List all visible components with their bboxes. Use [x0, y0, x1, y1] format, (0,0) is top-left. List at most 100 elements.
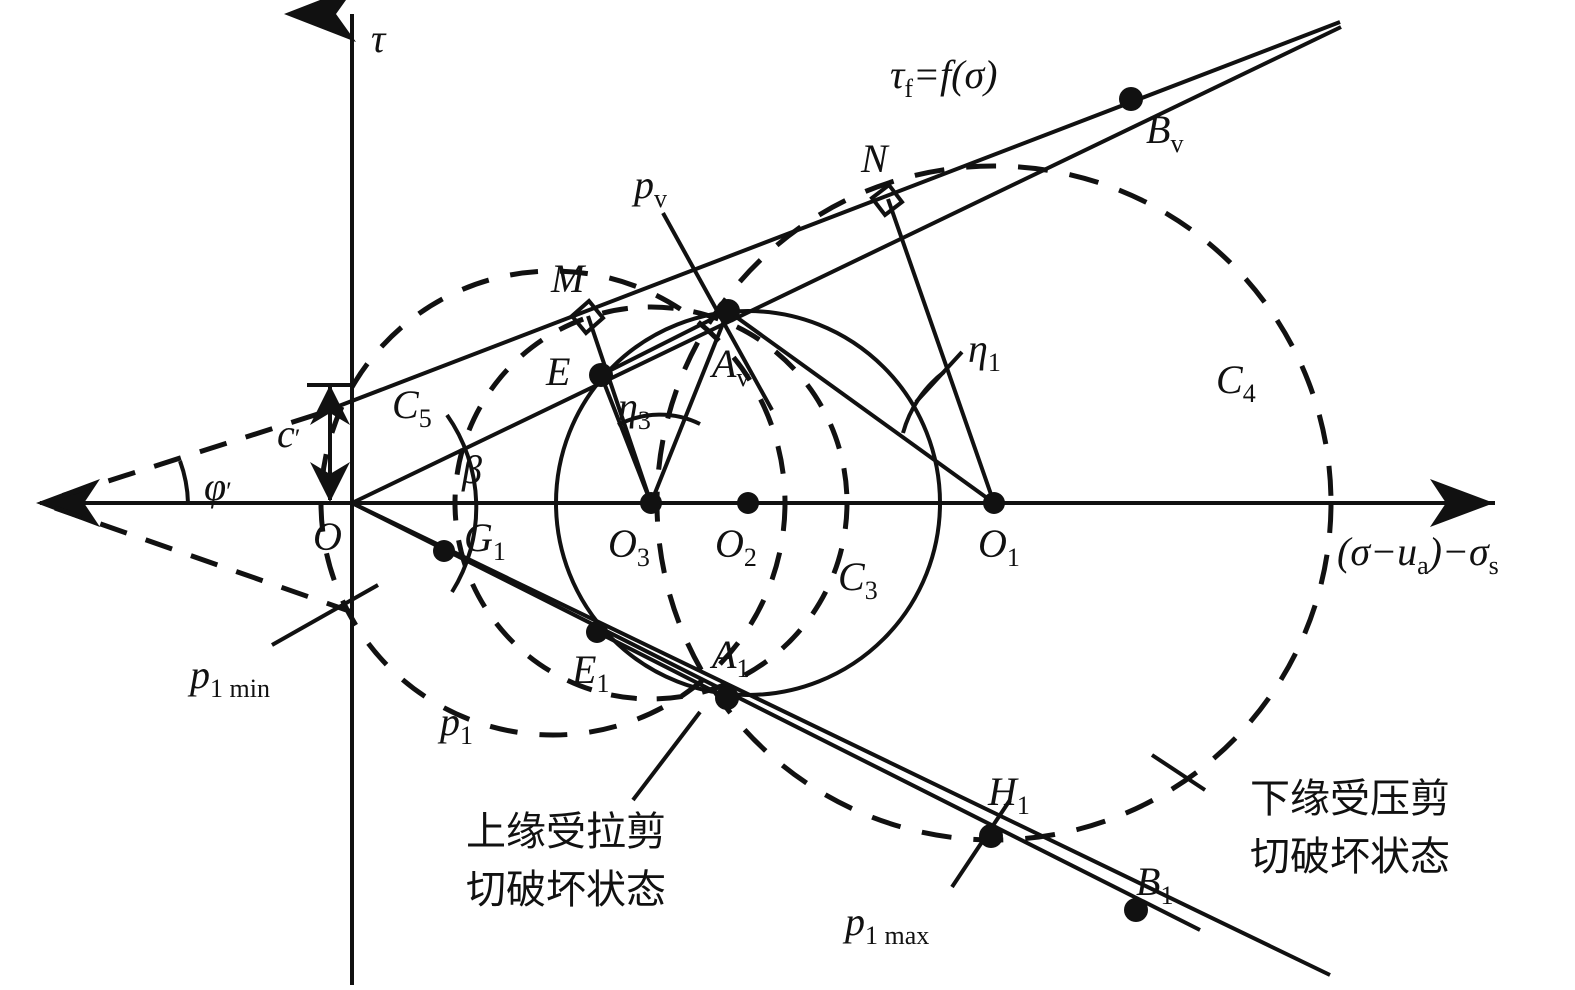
right-angle-mark-M: [569, 298, 606, 336]
dot-A1: [715, 686, 739, 710]
point-label-O3: O3: [608, 521, 650, 572]
dot-E1: [586, 621, 608, 643]
dot-O1: [983, 492, 1005, 514]
svg-text:c′: c′: [277, 411, 300, 456]
circle-label-C3: C3: [838, 554, 878, 605]
chord-E-Av: [600, 309, 729, 377]
envelope-lower-dashed: [54, 505, 353, 615]
eta3-label: η3: [618, 384, 651, 435]
dot-Bv: [1119, 87, 1143, 111]
point-label-G1: G1: [464, 515, 506, 566]
point-label-A1: A1: [709, 632, 749, 683]
annotation-tensile-shear-failure: 上缘受拉剪 切破坏状态: [466, 809, 666, 913]
circle-label-C5: C5: [392, 382, 432, 433]
y-axis-label: τ: [371, 16, 387, 61]
svg-text:B1: B1: [1136, 859, 1173, 910]
x-axis-label-text: (: [1337, 529, 1353, 574]
arc-phi-prime: [178, 460, 190, 504]
point-label-E1: E1: [571, 647, 609, 698]
annotation-tensile-line1: 上缘受拉剪: [466, 809, 666, 855]
svg-text:Av: Av: [709, 341, 749, 392]
dot-E: [589, 363, 613, 387]
arc-beta: [445, 413, 479, 594]
beta-label: β: [461, 447, 482, 492]
stress-label-p1: p1: [437, 699, 473, 750]
svg-text:O3: O3: [608, 521, 650, 572]
segment-O3-Av: [649, 310, 730, 504]
stress-label-pv: pv: [631, 162, 667, 213]
svg-text:E1: E1: [571, 647, 609, 698]
arc-eta3: [617, 412, 701, 427]
point-label-Bv: Bv: [1146, 107, 1183, 158]
dot-Av: [716, 299, 740, 323]
svg-text:O2: O2: [715, 521, 757, 572]
failure-envelope-group: [54, 20, 1341, 615]
right-angle-mark-N: [869, 182, 905, 218]
circle-c5: [318, 268, 788, 738]
chord-E1-A1: [596, 630, 728, 700]
ray-O-Bv: [351, 25, 1342, 505]
svg-text:φ′: φ′: [204, 464, 232, 509]
svg-text:A1: A1: [709, 632, 749, 683]
dot-G1: [433, 540, 455, 562]
svg-text:Bv: Bv: [1146, 107, 1183, 158]
x-axis-label: (σ−ua)−σs: [1337, 529, 1499, 580]
annotation-compressive-line2: 切破坏状态: [1250, 834, 1450, 880]
friction-angle-label: φ′: [204, 464, 232, 509]
ray-O-A1: [351, 501, 1201, 932]
svg-text:C4: C4: [1216, 357, 1256, 408]
circle-c3: [452, 304, 850, 702]
right-angle-marks: [569, 182, 905, 336]
leader-compressive-annotation: [1150, 753, 1207, 792]
leader-tensile-annotation: [631, 710, 702, 802]
leader-p1max: [950, 798, 1012, 889]
svg-text:τf=f(σ): τf=f(σ): [890, 52, 998, 103]
axis-group: [36, 0, 1495, 985]
annotation-compressive-shear-failure: 下缘受压剪 切破坏状态: [1250, 776, 1450, 880]
eta1-label: η1: [968, 326, 1001, 377]
segment-M-O3: [586, 315, 653, 504]
point-label-O2: O2: [715, 521, 757, 572]
point-label-O1: O1: [978, 521, 1020, 572]
svg-text:p1 max: p1 max: [842, 899, 929, 950]
segment-Av-O1: [726, 309, 996, 505]
annotation-tensile-line2: 切破坏状态: [466, 867, 666, 913]
svg-text:C3: C3: [838, 554, 878, 605]
point-label-B1: B1: [1136, 859, 1173, 910]
cohesion-label: c′: [277, 411, 300, 456]
point-dots: [433, 87, 1148, 922]
stress-label-p1max: p1 max: [842, 899, 929, 950]
svg-text:C5: C5: [392, 382, 432, 433]
stress-label-p1min: p1 min: [187, 652, 270, 703]
svg-text:pv: pv: [631, 162, 667, 213]
svg-text:η1: η1: [968, 326, 1001, 377]
point-label-E: E: [545, 349, 570, 394]
svg-text:H1: H1: [987, 769, 1030, 820]
angle-arcs: [178, 350, 964, 594]
dot-O2: [737, 492, 759, 514]
svg-text:η3: η3: [618, 384, 651, 435]
point-label-N: N: [860, 136, 890, 181]
envelope-equation: τf=f(σ): [890, 52, 998, 103]
svg-text:O1: O1: [978, 521, 1020, 572]
point-label-Av: Av: [709, 341, 749, 392]
dot-B1: [1124, 898, 1148, 922]
point-label-O: O: [313, 514, 342, 559]
dot-O3: [640, 492, 662, 514]
point-label-H1: H1: [987, 769, 1030, 820]
segment-N-O1: [886, 198, 996, 504]
circle-label-C4: C4: [1216, 357, 1256, 408]
cohesion-dimension: [307, 383, 352, 502]
dot-H1: [979, 824, 1003, 848]
annotation-compressive-line1: 下缘受压剪: [1250, 776, 1450, 822]
point-label-M: M: [550, 256, 587, 301]
rays-from-origin: [351, 25, 1342, 977]
svg-text:(σ−ua)−σs: (σ−ua)−σs: [1337, 529, 1499, 580]
svg-text:p1 min: p1 min: [187, 652, 270, 703]
leader-p1min: [271, 583, 379, 647]
envelope-upper-solid: [317, 20, 1341, 416]
ray-O-B1: [351, 501, 1331, 977]
construction-lines: [271, 198, 1207, 889]
